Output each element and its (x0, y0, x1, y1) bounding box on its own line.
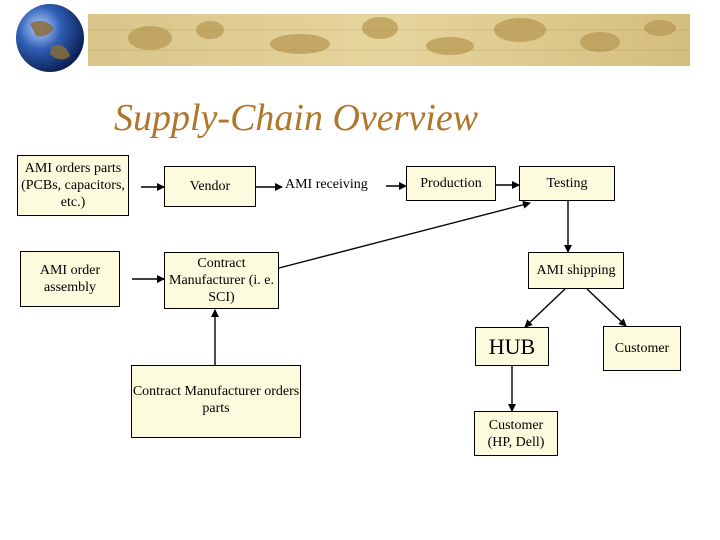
node-ami-order-assembly: AMI order assembly (20, 251, 120, 307)
node-production: Production (406, 166, 496, 201)
map-grid-lines (88, 29, 690, 51)
node-ami-shipping: AMI shipping (528, 252, 624, 289)
arrow-cm-to-production (278, 200, 531, 269)
page-title: Supply-Chain Overview (114, 97, 479, 139)
node-customer: Customer (603, 326, 681, 371)
node-hub: HUB (475, 327, 549, 366)
node-contract-manufacturer: Contract Manufacturer (i. e. SCI) (164, 252, 279, 309)
node-customer-oem: Customer (HP, Dell) (474, 411, 558, 456)
header-banner (16, 4, 690, 72)
node-testing: Testing (519, 166, 615, 201)
node-vendor: Vendor (164, 166, 256, 207)
node-cm-orders-parts: Contract Manufacturer orders parts (131, 365, 301, 438)
arrow-shipping-to-customer (586, 288, 627, 327)
node-ami-orders-parts: AMI orders parts (PCBs, capacitors, etc.… (17, 155, 129, 216)
node-ami-receiving: AMI receiving (285, 177, 368, 192)
map-continents (128, 17, 676, 55)
arrow-shipping-to-hub (524, 288, 566, 328)
globe-icon (16, 4, 84, 72)
